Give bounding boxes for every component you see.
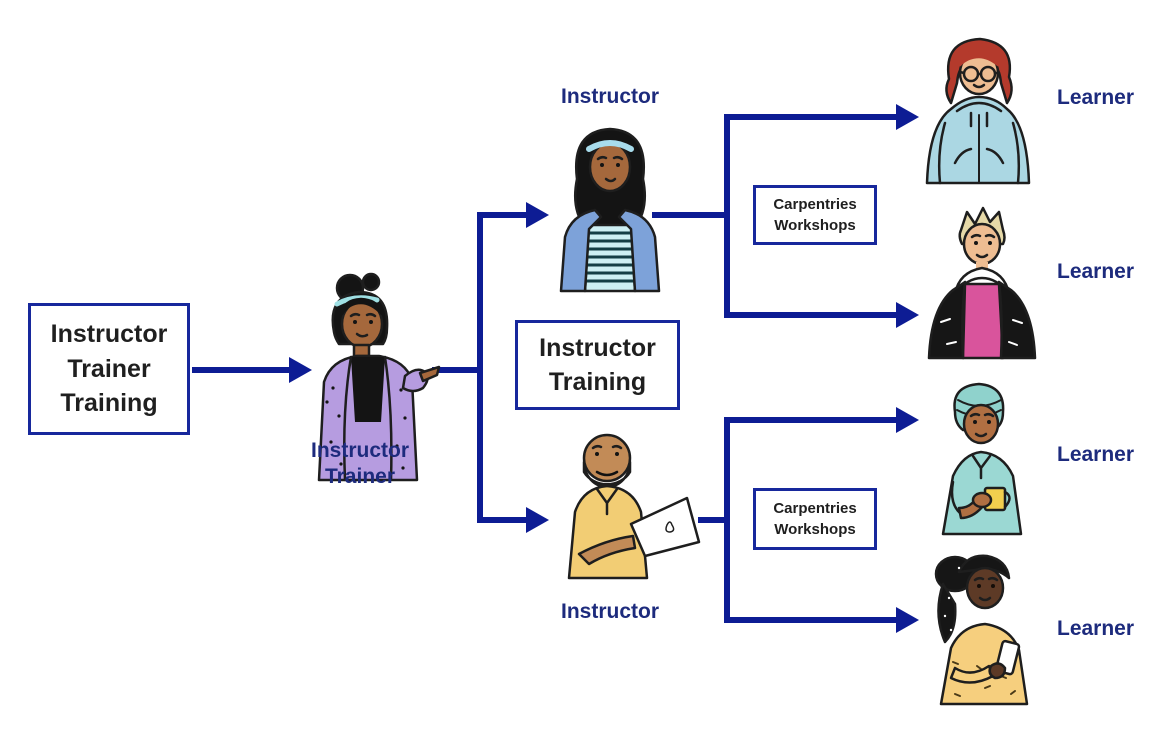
- person-hijab-blue-blazer-icon: [559, 127, 661, 293]
- arrowhead: [896, 302, 919, 328]
- arrowhead: [896, 104, 919, 130]
- person-teal-turban-mug-icon: [941, 382, 1023, 536]
- carpentries-workshops-box-top: Carpentries Workshops: [753, 185, 877, 245]
- arrow-line-branch-1: [432, 212, 527, 523]
- arrow-line-branch-3: [698, 417, 897, 623]
- instructor-training-box: Instructor Training: [515, 320, 680, 410]
- person-beard-laptop-icon: [567, 433, 701, 580]
- person-pointing-purple-cardigan-icon: [317, 272, 441, 482]
- person-blond-black-jacket-icon: [927, 206, 1037, 360]
- instructor-bottom-label: Instructor: [560, 600, 659, 623]
- person-red-hair-glasses-hoodie-icon: [925, 37, 1031, 185]
- arrow-line-branch-2: [652, 114, 897, 318]
- arrowhead: [526, 507, 549, 533]
- instructor-trainer-training-box: Instructor Trainer Training: [28, 303, 190, 435]
- instructor-trainer-label: Instructor Trainer: [310, 439, 409, 489]
- learner-1-label: Learner: [1057, 86, 1135, 109]
- arrowhead: [526, 202, 549, 228]
- instructor-top-label: Instructor: [560, 85, 659, 108]
- arrowhead: [896, 607, 919, 633]
- arrowhead: [289, 357, 312, 383]
- learner-4-label: Learner: [1057, 617, 1135, 640]
- learner-3-label: Learner: [1057, 443, 1135, 466]
- person-ponytail-phone-icon: [934, 554, 1029, 706]
- arrowhead: [896, 407, 919, 433]
- carpentries-workshops-box-bottom: Carpentries Workshops: [753, 488, 877, 550]
- learner-2-label: Learner: [1057, 260, 1135, 283]
